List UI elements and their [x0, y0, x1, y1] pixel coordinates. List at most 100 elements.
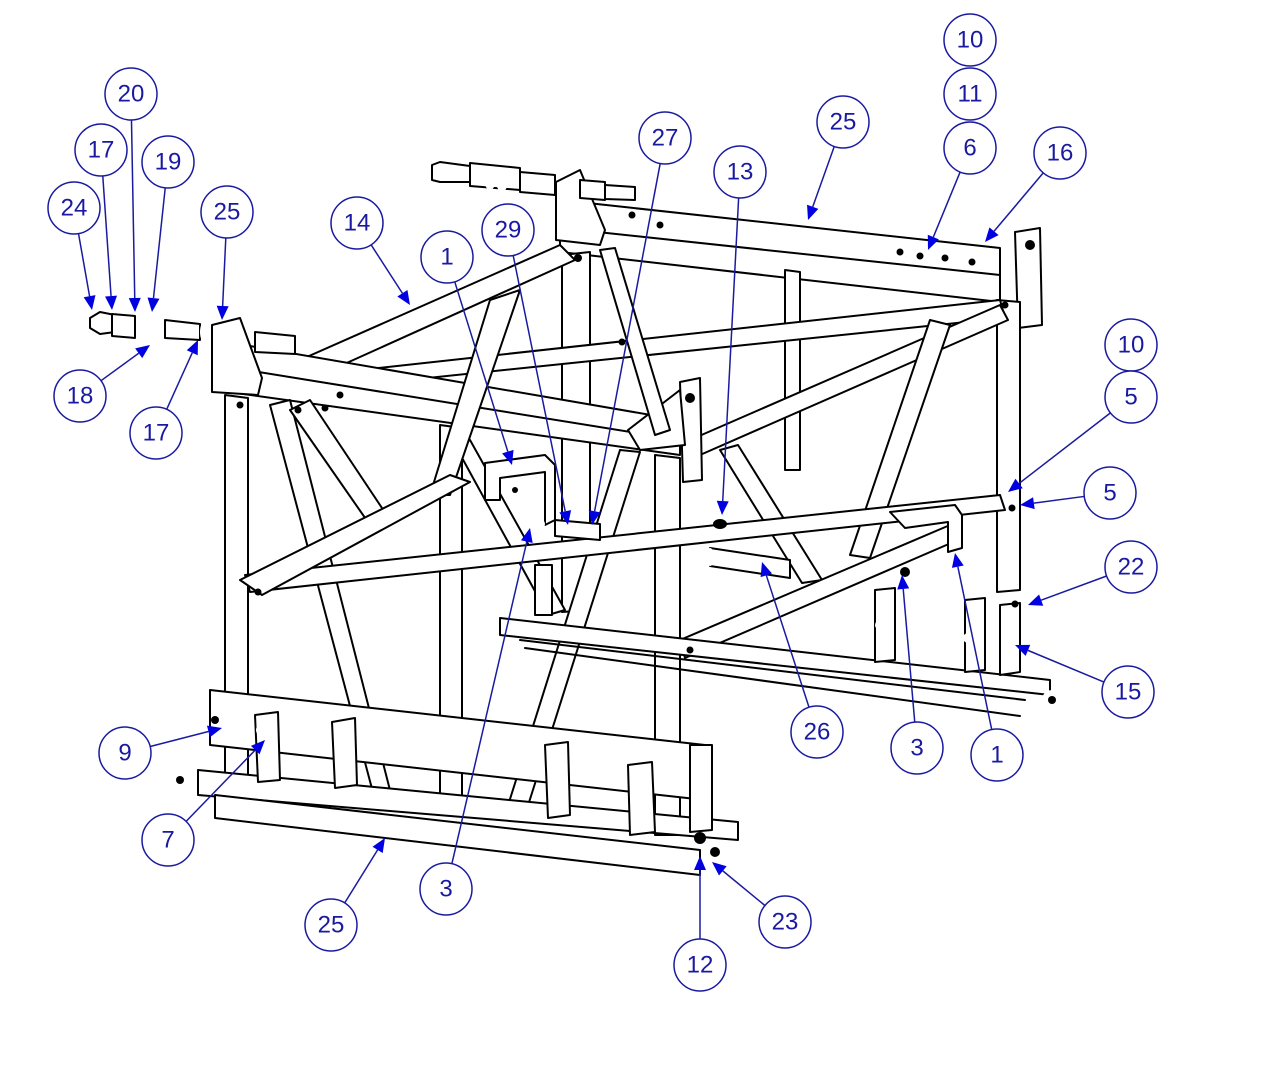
callout-arrowhead	[216, 305, 229, 320]
callout-arrowhead	[105, 295, 118, 310]
callout-circle	[943, 13, 997, 67]
callout-2: 11	[943, 67, 997, 121]
callout-leader	[102, 175, 112, 297]
callout-label: 25	[318, 912, 345, 939]
front-bottom-beam	[170, 689, 739, 876]
callout-28: 3	[419, 528, 533, 916]
callout-arrowhead	[1015, 644, 1031, 656]
callout-leader	[100, 352, 140, 382]
callout-leader	[166, 352, 193, 410]
callout-label: 11	[958, 81, 983, 108]
callout-leader	[957, 566, 993, 730]
callout-circle	[53, 369, 107, 423]
callout-circle	[758, 895, 812, 949]
callout-label: 19	[155, 149, 182, 176]
callout-label: 1	[440, 244, 453, 271]
callout-18: 10	[1104, 318, 1158, 372]
callout-label: 12	[687, 952, 714, 979]
callout-label: 14	[344, 210, 371, 237]
middle-rails	[239, 474, 1006, 659]
callout-arrowhead	[1028, 594, 1044, 606]
callout-29: 25	[304, 838, 385, 952]
callout-arrowhead	[397, 289, 410, 305]
callout-arrowhead	[520, 528, 533, 543]
callout-circle	[74, 123, 128, 177]
callout-circle	[47, 181, 101, 235]
callout-27: 7	[141, 740, 265, 867]
callout-circle	[1104, 370, 1158, 424]
callout-arrowhead	[927, 234, 939, 250]
callout-leader	[993, 172, 1044, 232]
callout-label: 20	[118, 81, 145, 108]
callout-label: 5	[1103, 480, 1116, 507]
callout-30: 12	[673, 856, 727, 992]
callout-circle	[943, 67, 997, 121]
callout-circle	[98, 726, 152, 780]
callout-24: 3	[890, 575, 944, 775]
callout-arrowhead	[712, 862, 727, 876]
callout-circle	[673, 938, 727, 992]
callout-leader	[765, 575, 810, 708]
callout-arrowhead	[147, 297, 160, 312]
callout-arrowhead	[716, 500, 729, 515]
callout-label: 25	[214, 199, 241, 226]
callout-circle	[129, 406, 183, 460]
callout-arrowhead	[186, 340, 198, 356]
callout-label: 22	[1118, 554, 1145, 581]
callout-circle	[420, 230, 474, 284]
callout-22: 15	[1015, 644, 1155, 719]
callout-label: 23	[772, 909, 799, 936]
callout-label: 25	[830, 109, 857, 136]
callout-circle	[816, 95, 870, 149]
callout-circle	[1101, 665, 1155, 719]
callout-16: 18	[53, 345, 150, 423]
callout-1: 10	[943, 13, 997, 67]
callout-25: 26	[760, 562, 844, 759]
callout-circle	[200, 185, 254, 239]
callout-leader	[812, 146, 835, 208]
callout-arrowhead	[588, 510, 601, 525]
callout-arrowhead	[559, 510, 572, 525]
callout-leader	[1040, 575, 1107, 601]
callout-leader	[1027, 649, 1105, 683]
callout-26: 9	[98, 725, 222, 780]
callout-10: 14	[330, 196, 410, 305]
callout-label: 27	[652, 125, 679, 152]
callout-circle	[141, 135, 195, 189]
callout-label: 3	[439, 876, 452, 903]
callout-circle	[304, 898, 358, 952]
callout-leader	[932, 171, 961, 238]
callout-12: 20	[104, 67, 158, 312]
callout-arrowhead	[985, 227, 999, 242]
callout-circle	[970, 728, 1024, 782]
callout-label: 18	[67, 383, 94, 410]
callout-leader	[451, 541, 528, 864]
callout-arrowhead	[951, 553, 964, 568]
callout-6: 13	[713, 145, 767, 515]
callout-leader	[130, 119, 136, 299]
front-top-beam	[211, 317, 703, 483]
callout-leader	[221, 237, 227, 307]
callout-label: 15	[1115, 679, 1142, 706]
back-pipe-assembly	[431, 161, 636, 201]
callout-5: 25	[807, 95, 870, 220]
callout-label: 6	[963, 135, 976, 162]
callout-label: 17	[88, 137, 115, 164]
callout-19: 5	[1008, 370, 1158, 492]
callout-14: 19	[141, 135, 195, 312]
callout-leader	[77, 233, 91, 297]
callout-label: 29	[495, 217, 522, 244]
callout-label: 17	[143, 420, 170, 447]
upper-bracket	[484, 454, 963, 553]
callout-circle	[943, 121, 997, 175]
callout-circle	[1083, 466, 1137, 520]
callout-leader	[722, 870, 766, 907]
callout-leader	[512, 255, 566, 512]
callout-23: 1	[951, 553, 1024, 782]
callout-leader	[454, 281, 509, 452]
callout-arrowhead	[1008, 478, 1023, 492]
callout-21: 22	[1028, 540, 1158, 606]
callout-arrowhead	[807, 204, 819, 220]
callout-label: 5	[1124, 384, 1137, 411]
